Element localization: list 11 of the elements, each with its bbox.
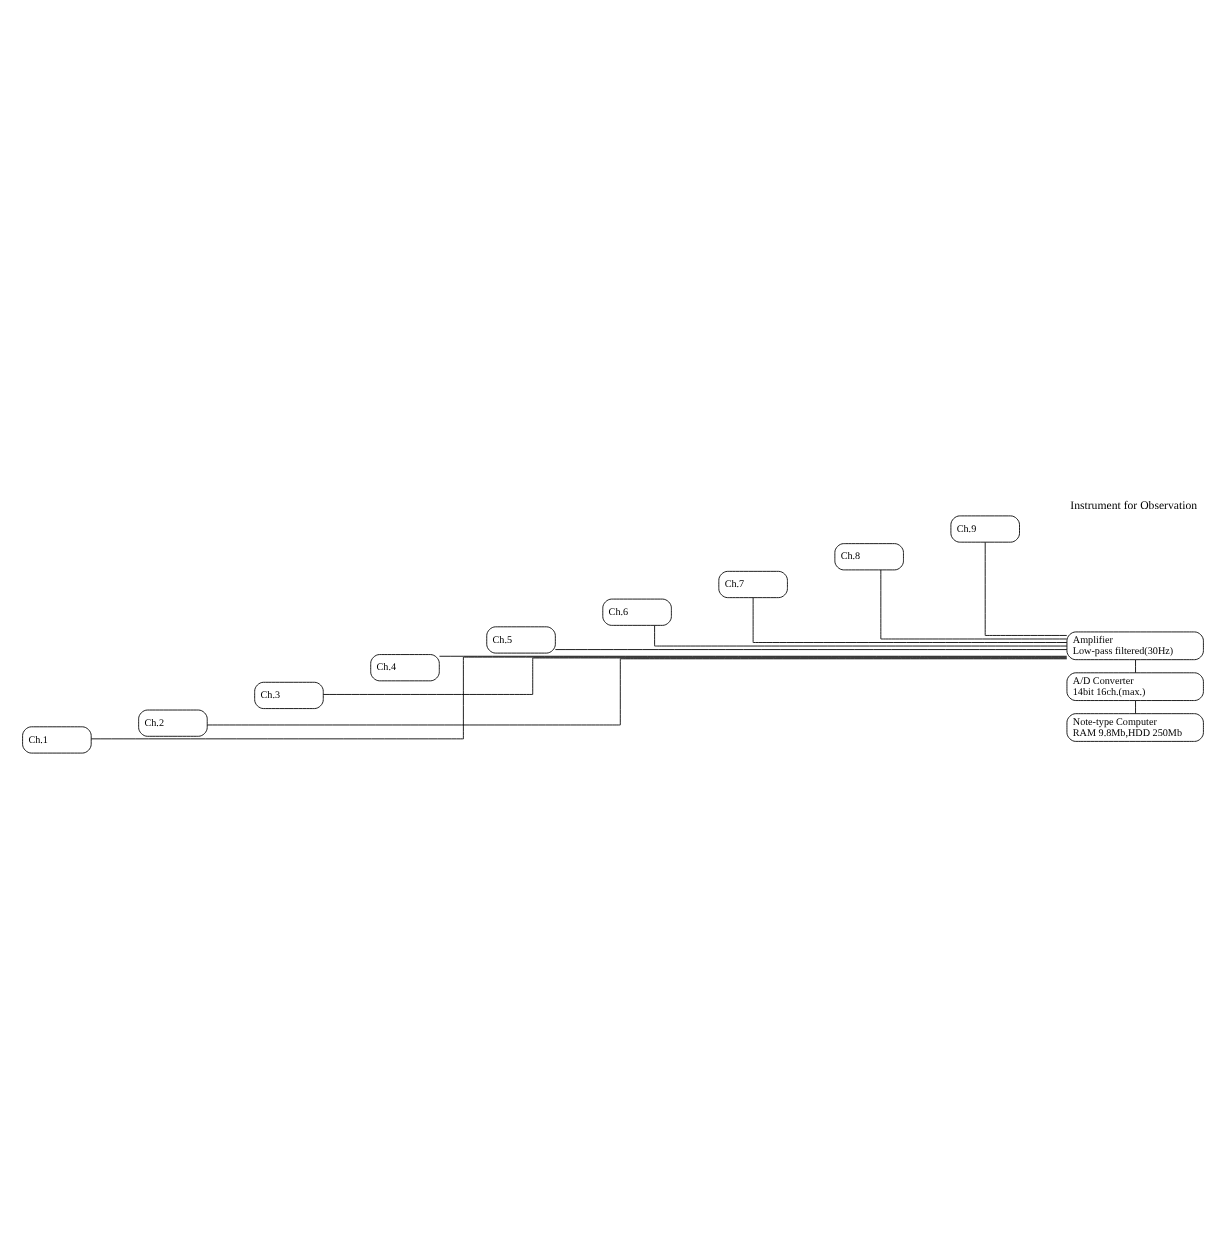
connector bbox=[880, 568, 1068, 639]
connector bbox=[984, 540, 1068, 635]
connector bbox=[654, 623, 1068, 646]
connector bbox=[554, 648, 1068, 649]
connector bbox=[322, 656, 1068, 694]
connector bbox=[439, 654, 1068, 656]
connector bbox=[1135, 699, 1136, 714]
connector bbox=[752, 596, 1068, 642]
connector bbox=[90, 655, 1068, 739]
connector bbox=[206, 657, 1068, 725]
connector bbox=[1135, 658, 1136, 673]
